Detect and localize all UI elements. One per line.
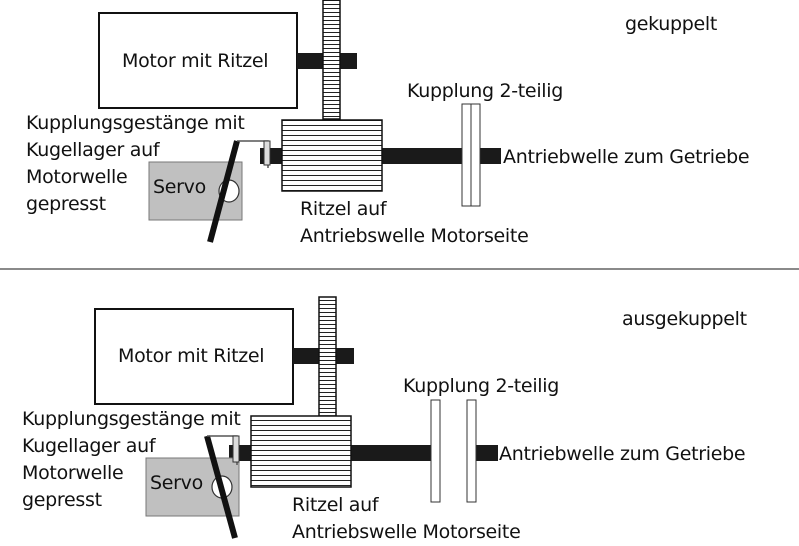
coupling-label: Kupplung 2-teilig [407,80,564,102]
motor-label: Motor mit Ritzel [122,50,269,72]
panel-decoupled [94,296,498,539]
coupling-label: Kupplung 2-teilig [403,375,560,397]
drive-pinion-gear [281,119,383,192]
state-label: gekuppelt [625,13,718,35]
output-shaft-label: Antriebwelle zum Getriebe [499,443,746,465]
coupling-half-right [466,399,477,503]
bearing [232,435,240,463]
drive-pinion-gear [250,415,352,488]
state-label: ausgekuppelt [622,308,747,330]
coupling-half-left [461,103,472,207]
motor-box [98,12,298,109]
coupling-half-left [430,399,441,503]
panel-coupled [98,0,501,243]
pinion-label: Ritzel auf Antriebswelle Motorseite [300,198,529,247]
motor-box [94,308,294,405]
motor-pinion-gear [318,296,337,417]
linkage-label: Kupplungsgestänge mit Kugellager auf Mot… [22,408,241,511]
drive-shaft-end [476,445,498,461]
motor-label: Motor mit Ritzel [118,345,265,367]
drive-shaft-end [480,148,501,164]
bearing [263,140,271,166]
servo-label: Servo [150,472,203,494]
linkage-lever [204,435,238,539]
motor-pinion-gear [322,0,341,120]
pinion-label: Ritzel auf Antriebswelle Motorseite [292,494,521,543]
linkage-lever [207,140,240,243]
servo-label: Servo [153,176,206,198]
output-shaft-label: Antriebwelle zum Getriebe [503,146,750,168]
linkage-label: Kupplungsgestänge mit Kugellager auf Mot… [26,112,245,215]
coupling-half-right [470,103,481,207]
